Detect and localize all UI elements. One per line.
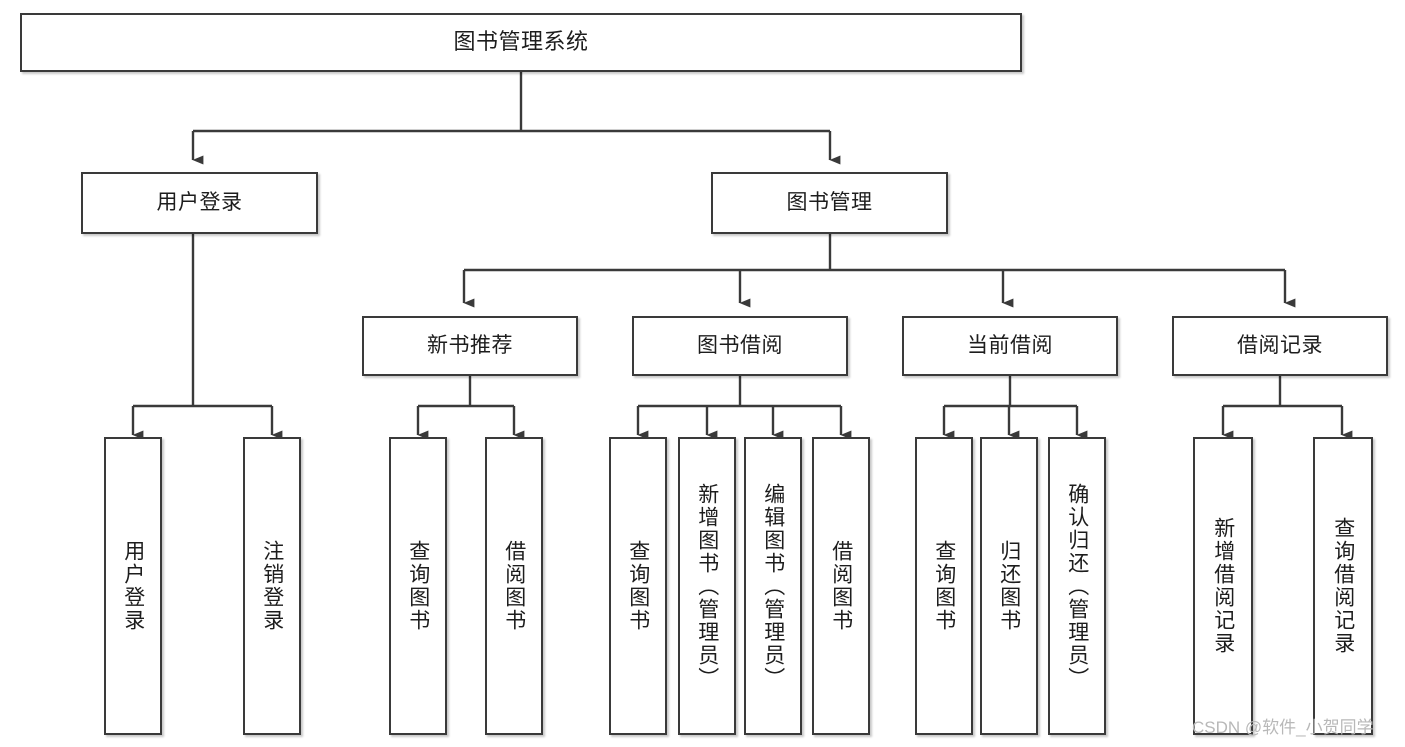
node-book-borrow[interactable]: 图书借阅 [632,316,848,376]
node-leaf-borrow-book-2[interactable]: 借阅图书 [812,437,870,735]
node-borrow-record-label: 借阅记录 [1237,334,1323,358]
node-leaf-logout-login-label: 注销登录 [260,540,284,632]
node-leaf-edit-book[interactable]: 编辑图书（管理员） [744,437,802,735]
node-leaf-confirm-return-label: 确认归还（管理员） [1065,482,1089,690]
node-new-book-recommend[interactable]: 新书推荐 [362,316,578,376]
node-borrow-record[interactable]: 借阅记录 [1172,316,1388,376]
node-leaf-borrow-book-1-label: 借阅图书 [502,540,526,632]
node-root-label: 图书管理系统 [453,29,589,55]
node-leaf-add-book[interactable]: 新增图书（管理员） [678,437,736,735]
node-user-login[interactable]: 用户登录 [81,172,318,234]
node-leaf-query-book-3[interactable]: 查询图书 [915,437,973,735]
node-user-login-label: 用户登录 [156,191,243,215]
node-leaf-user-login-label: 用户登录 [121,540,145,632]
node-leaf-add-record-label: 新增借阅记录 [1211,517,1235,655]
node-leaf-borrow-book-2-label: 借阅图书 [829,540,853,632]
node-leaf-confirm-return[interactable]: 确认归还（管理员） [1048,437,1106,735]
node-leaf-add-book-label: 新增图书（管理员） [695,482,719,690]
csdn-watermark: CSDN @软件_小贺同学 [1192,718,1374,737]
node-current-borrow-label: 当前借阅 [967,334,1053,358]
node-book-manage-label: 图书管理 [786,191,873,215]
node-leaf-return-book-label: 归还图书 [997,540,1021,632]
node-root[interactable]: 图书管理系统 [20,13,1022,72]
node-book-manage[interactable]: 图书管理 [711,172,948,234]
node-leaf-query-record[interactable]: 查询借阅记录 [1313,437,1373,735]
node-leaf-query-book-1-label: 查询图书 [406,540,430,632]
node-leaf-query-book-2-label: 查询图书 [626,540,650,632]
node-leaf-logout-login[interactable]: 注销登录 [243,437,301,735]
node-new-book-recommend-label: 新书推荐 [427,334,513,358]
node-leaf-return-book[interactable]: 归还图书 [980,437,1038,735]
node-leaf-edit-book-label: 编辑图书（管理员） [761,482,785,690]
node-leaf-borrow-book-1[interactable]: 借阅图书 [485,437,543,735]
node-leaf-add-record[interactable]: 新增借阅记录 [1193,437,1253,735]
node-current-borrow[interactable]: 当前借阅 [902,316,1118,376]
node-leaf-query-record-label: 查询借阅记录 [1331,517,1355,655]
node-leaf-query-book-2[interactable]: 查询图书 [609,437,667,735]
node-leaf-query-book-3-label: 查询图书 [932,540,956,632]
node-leaf-query-book-1[interactable]: 查询图书 [389,437,447,735]
node-book-borrow-label: 图书借阅 [697,334,783,358]
node-leaf-user-login[interactable]: 用户登录 [104,437,162,735]
